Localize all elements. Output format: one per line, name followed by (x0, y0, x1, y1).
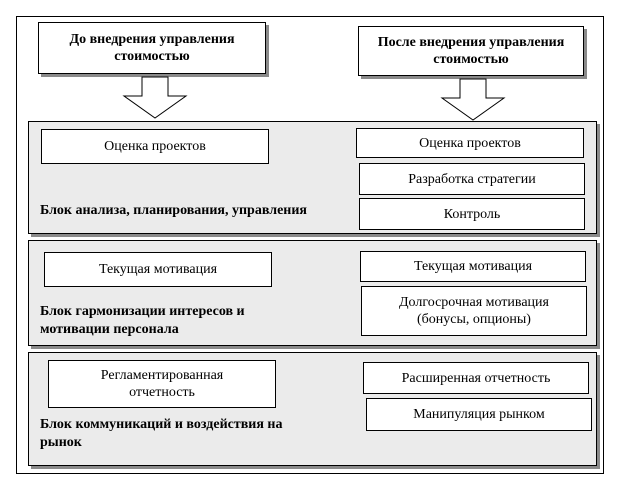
block2-label-line-1: мотивации персонала (40, 322, 179, 337)
block2-right-item-1: Долгосрочная мотивация (бонусы, опционы) (361, 286, 587, 336)
block1-label-line-0: Блок анализа, планирования, управления (40, 203, 307, 218)
header-before-text: До внедрения управления стоимостью (69, 32, 235, 64)
block1-right-item-1: Разработка стратегии (359, 163, 585, 195)
block3-label: Блок коммуникаций и воздействия на рынок (40, 416, 283, 452)
block2-right-item-0: Текущая мотивация (360, 251, 586, 282)
down-arrow-left-icon (122, 76, 188, 119)
block3-left-item-0: Регламентированная отчетность (48, 360, 276, 408)
block1-right-item-2-text: Контроль (443, 206, 501, 222)
block3-right-item-1: Манипуляция рынком (366, 398, 592, 431)
block1-left-item-0-text: Оценка проектов (104, 139, 206, 154)
block2-right-item-1-line-1: (бонусы, опционы) (417, 312, 531, 327)
block3-left-item-0-line-1: отчетность (129, 385, 195, 400)
header-after: После внедрения управления стоимостью (358, 26, 584, 76)
block1-right-item-2: Контроль (359, 198, 585, 230)
block3-left-item-0-line-0: Регламентированная (100, 368, 224, 383)
block3-label-line-0: Блок коммуникаций и воздействия на (40, 417, 283, 432)
block2-label: Блок гармонизации интересов и мотивации … (40, 303, 245, 339)
block1-right-item-1-text: Разработка стратегии (408, 171, 536, 187)
block3-label-line-1: рынок (40, 435, 82, 450)
block3-right-item-1-text: Манипуляция рынком (413, 407, 545, 422)
block1-right-item-0-text: Оценка проектов (419, 135, 521, 151)
block2-right-item-1-line-0: Долгосрочная мотивация (399, 295, 549, 310)
down-arrow-right-icon (440, 78, 506, 121)
block2-right-item-0-text: Текущая мотивация (413, 259, 533, 274)
block2-label-line-0: Блок гармонизации интересов и (40, 304, 245, 319)
block2-left-item-0-text: Текущая мотивация (98, 262, 218, 277)
block2-left-item-0: Текущая мотивация (44, 252, 272, 287)
header-after-text: После внедрения управления стоимостью (377, 35, 565, 67)
block1-label: Блок анализа, планирования, управления (40, 202, 307, 220)
header-before: До внедрения управления стоимостью (38, 22, 266, 74)
block3-right-item-0-text: Расширенная отчетность (401, 370, 551, 386)
block3-right-item-0: Расширенная отчетность (363, 362, 589, 394)
block1-right-item-0: Оценка проектов (356, 128, 584, 158)
block1-left-item-0: Оценка проектов (41, 129, 269, 164)
